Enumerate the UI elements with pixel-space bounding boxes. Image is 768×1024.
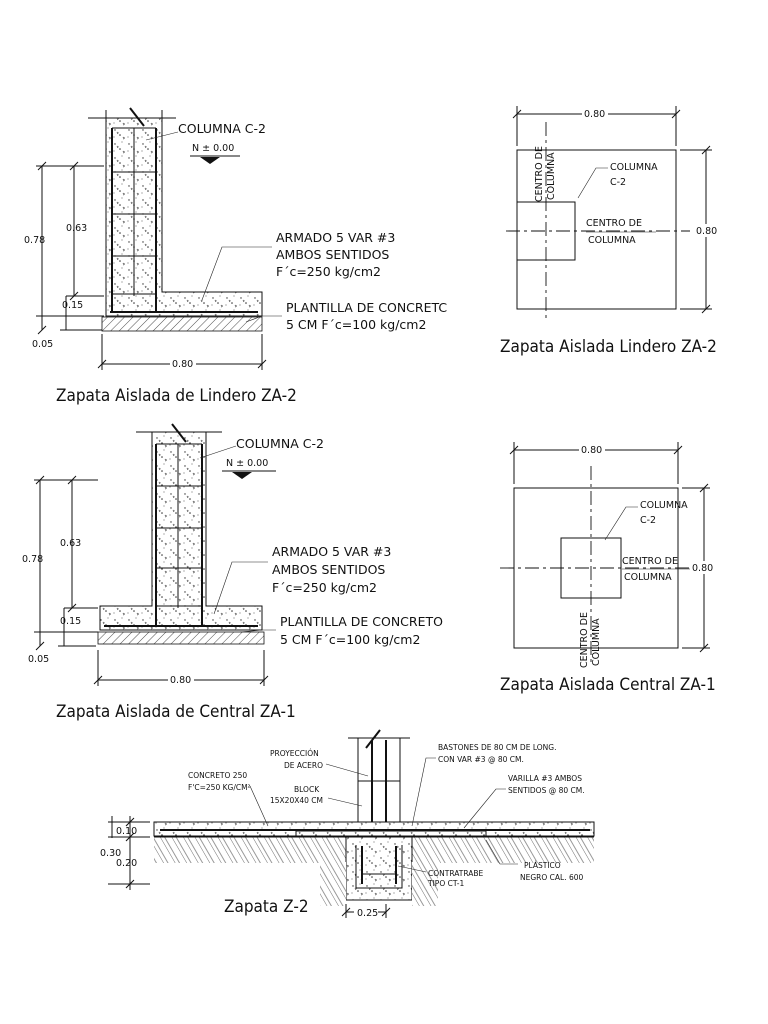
za1-rebar-label-3: F´c=250 kg/cm2: [272, 580, 377, 595]
za1-base-label-2: 5 CM F´c=100 kg/cm2: [280, 632, 420, 647]
z2-bastones-label-2: CON VAR #3 @ 80 CM.: [438, 755, 524, 764]
z2-dim-020: 0.20: [116, 858, 137, 869]
z2-title: Zapata Z-2: [224, 897, 309, 917]
za1-base-plantilla: [97, 631, 265, 645]
za1-rebar-label-1: ARMADO 5 VAR #3: [272, 544, 391, 559]
za2-base-label-1: PLANTILLA DE CONCRETC: [286, 300, 447, 315]
z2-concrete-label-1: CONCRETO 250: [188, 771, 247, 780]
za2-plan-dim-top: 0.80: [584, 109, 605, 120]
za1-rebar-cage: [104, 423, 258, 627]
za2-plan-center-vertical-1: CENTRO DE: [534, 146, 545, 202]
z2-detail: PROYECCIÓN DE ACERO CONCRETO 250 F'C=250…: [100, 729, 595, 919]
za1-column-label: COLUMNA C-2: [236, 436, 324, 451]
z2-block-label-2: 15X20X40 CM: [270, 796, 323, 805]
za1-rebar-label-2: AMBOS SENTIDOS: [272, 562, 385, 577]
za2-plan-center-label-2: COLUMNA: [588, 235, 636, 246]
z2-dim-025: 0.25: [357, 908, 378, 919]
za2-dim-width: 0.80: [172, 359, 193, 370]
za2-plan-center-vertical-2: COLUMNA: [546, 152, 557, 200]
za1-base-label-1: PLANTILLA DE CONCRETO: [280, 614, 443, 629]
za1-dim-column-height: 0.63: [60, 538, 81, 549]
za1-plan-center-vertical-1: CENTRO DE: [579, 612, 590, 668]
za1-plan-center-vertical-2: COLUMNA: [591, 618, 602, 666]
za1-plan-column-label-1: COLUMNA: [640, 500, 688, 511]
za2-rebar-label-1: ARMADO 5 VAR #3: [276, 230, 395, 245]
za1-dim-width: 0.80: [170, 675, 191, 686]
z2-dim-010: 0.10: [116, 826, 137, 837]
za1-plan-center-label-1: CENTRO DE: [622, 556, 678, 567]
za2-dim-footing-thickness: 0.15: [62, 300, 83, 311]
z2-block-column: [357, 737, 401, 827]
za2-rebar-label-2: AMBOS SENTIDOS: [276, 247, 389, 262]
z2-plastico-label-1: PLÁSTICO: [524, 861, 561, 870]
za2-base-plantilla: [101, 316, 263, 332]
za1-section-detail: COLUMNA C-2 N ± 0.00 ARMADO 5 VAR #3 AMB…: [22, 423, 443, 722]
z2-varilla-label-2: SENTIDOS @ 80 CM.: [508, 786, 585, 795]
za2-footing-concrete: [105, 117, 263, 317]
za2-plan-column-label-1: COLUMNA: [610, 162, 658, 173]
z2-dim-030: 0.30: [100, 848, 121, 859]
z2-block-label-1: BLOCK: [294, 785, 320, 794]
za2-level-label: N ± 0.00: [192, 143, 234, 154]
za2-plan-dim-right: 0.80: [696, 226, 717, 237]
za2-rebar-label-3: F´c=250 kg/cm2: [276, 264, 381, 279]
za1-plan-column-label-2: C-2: [640, 515, 656, 526]
za1-plan-title: Zapata Aislada Central ZA-1: [500, 675, 716, 695]
z2-bastones-label-1: BASTONES DE 80 CM DE LONG.: [438, 743, 556, 752]
z2-concrete-label-2: F'C=250 KG/CM²: [188, 783, 251, 792]
za1-plan-dim-right: 0.80: [692, 563, 713, 574]
za2-dim-base-thickness: 0.05: [32, 339, 53, 350]
z2-plastico-label-2: NEGRO CAL. 600: [520, 873, 584, 882]
za1-section-title: Zapata Aislada de Central ZA-1: [56, 702, 296, 722]
za2-column-label: COLUMNA C-2: [178, 121, 266, 136]
za2-plan-detail: 0.80 0.80 COLUMNA C-2 CENTRO DE COLUMNA …: [500, 106, 720, 357]
z2-projection-label-2: DE ACERO: [284, 761, 323, 770]
za2-dim-total-height: 0.78: [24, 235, 45, 246]
za1-plan-dim-top: 0.80: [581, 445, 602, 456]
za2-plan-column-label-2: C-2: [610, 177, 626, 188]
za1-plan-detail: 0.80 0.80 COLUMNA C-2 CENTRO DE COLUMNA …: [500, 442, 716, 695]
z2-varilla-label-1: VARILLA #3 AMBOS: [508, 774, 582, 783]
za1-dim-total-height: 0.78: [22, 554, 43, 565]
za2-section-detail: COLUMNA C-2 N ± 0.00 ARMADO 5 VAR #3 AMB…: [24, 107, 447, 406]
z2-projection-label-1: PROYECCIÓN: [270, 749, 319, 758]
za2-plan-title: Zapata Aislada Lindero ZA-2: [500, 337, 717, 357]
za2-section-title: Zapata Aislada de Lindero ZA-2: [56, 386, 297, 406]
za2-plan-center-label-1: CENTRO DE: [586, 218, 642, 229]
za1-dim-base-thickness: 0.05: [28, 654, 49, 665]
z2-contratrabe-label-2: TIPO CT-1: [427, 879, 464, 888]
za2-dim-column-height: 0.63: [66, 223, 87, 234]
za1-dim-footing-thickness: 0.15: [60, 616, 81, 627]
za2-base-label-2: 5 CM F´c=100 kg/cm2: [286, 317, 426, 332]
za2-rebar-cage: [110, 107, 258, 313]
z2-contratrabe-label-1: CONTRATRABE: [428, 869, 484, 878]
za1-plan-center-label-2: COLUMNA: [624, 572, 672, 583]
za1-level-label: N ± 0.00: [226, 458, 268, 469]
